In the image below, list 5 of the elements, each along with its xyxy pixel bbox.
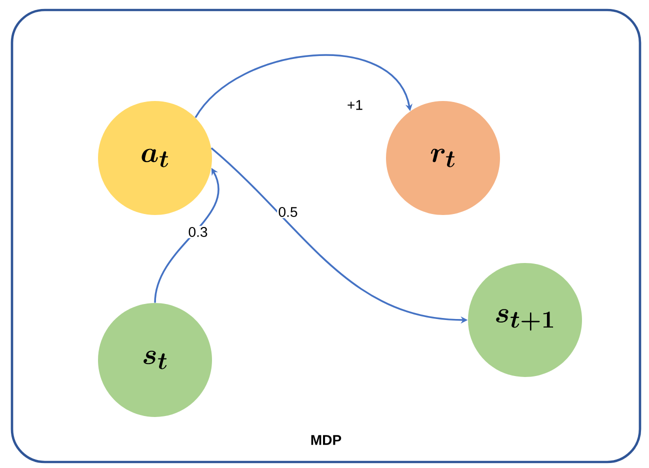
frame-title: MDP: [311, 435, 342, 445]
arrow: [194, 54, 412, 118]
edge-label: 0.5: [277, 206, 299, 218]
edge-label: +1: [346, 98, 364, 111]
edge-label: 0.3: [187, 226, 209, 238]
